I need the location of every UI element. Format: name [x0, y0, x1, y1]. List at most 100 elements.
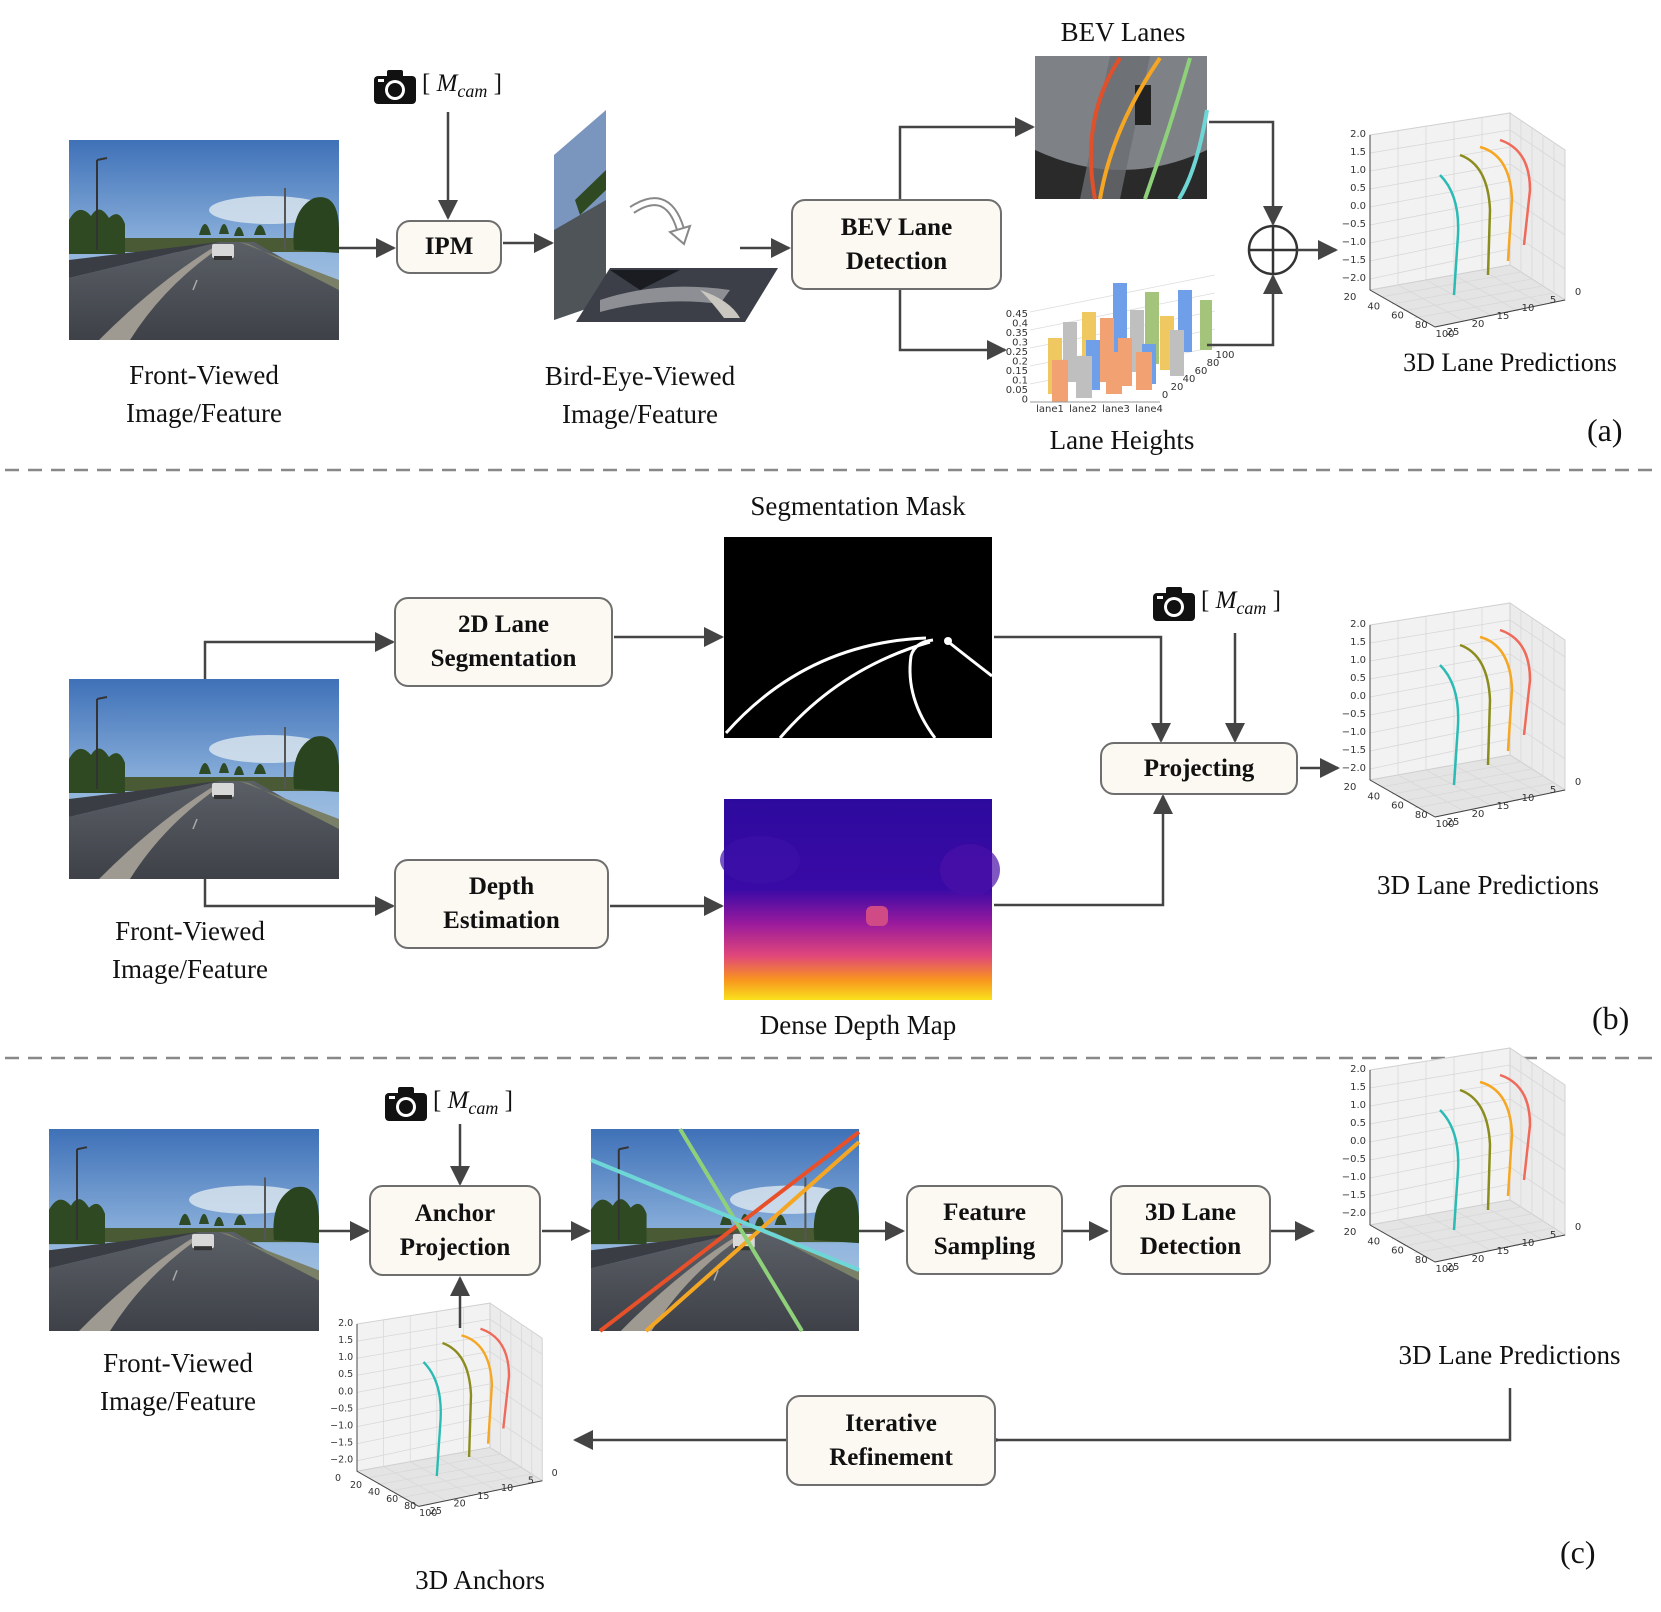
front-label-c: Front-Viewed Image/Feature — [58, 1344, 298, 1420]
camera-bracket-right: ] — [504, 1087, 513, 1114]
z-tick-label: −1.5 — [1342, 745, 1366, 756]
iterative-refinement-box: Iterative Refinement — [786, 1395, 996, 1486]
camera-matrix: Mcam — [1215, 587, 1267, 618]
y-tick-label: 15 — [1497, 1246, 1510, 1257]
z-tick-label: −1.0 — [330, 1421, 353, 1432]
z-tick-label: −1.5 — [1342, 255, 1366, 266]
z-tick-label: 1.5 — [1350, 147, 1366, 158]
z-tick-label: 2.0 — [1350, 129, 1366, 140]
front-image-c — [49, 1129, 319, 1331]
y-tick-label: 20 — [454, 1498, 466, 1509]
projecting-box: Projecting — [1100, 742, 1298, 795]
y-tick-label: 15 — [1497, 801, 1510, 812]
rotate-arrow-icon — [629, 197, 692, 246]
x-tick-label: 40 — [1367, 301, 1380, 312]
z-tick-label: −0.5 — [1342, 219, 1366, 230]
front-label-line1: Front-Viewed — [103, 1348, 253, 1378]
front-label-a: Front-Viewed Image/Feature — [84, 356, 324, 432]
y-tick-label: 10 — [1522, 793, 1535, 804]
pred-plot-b: 2.01.51.00.50.0−0.5−1.0−1.5−2.0204060801… — [1342, 601, 1581, 830]
x-tick-label: 60 — [386, 1494, 398, 1505]
bev-detection-box: BEV Lane Detection — [791, 199, 1002, 290]
bev-image-label-line2: Image/Feature — [562, 399, 718, 429]
lane-segmentation-box: 2D Lane Segmentation — [394, 597, 613, 687]
camera-bracket-right: ] — [493, 70, 502, 97]
front-label-b: Front-Viewed Image/Feature — [70, 912, 310, 988]
bar-y-tick-label: 0.05 — [1006, 385, 1028, 396]
depth-map-image — [720, 799, 1000, 1000]
arrows-a — [339, 112, 1338, 360]
depth-map-label: Dense Depth Map — [759, 1010, 957, 1040]
ipm-box: IPM — [396, 220, 502, 274]
bar-depth-tick-label: 60 — [1195, 366, 1208, 377]
x-tick-label: 100 — [1435, 819, 1454, 830]
z-tick-label: 1.0 — [338, 1352, 353, 1363]
y-tick-label: 0 — [1575, 777, 1581, 788]
x-tick-label: 80 — [1415, 320, 1428, 331]
z-tick-label: 2.0 — [338, 1318, 353, 1329]
y-tick-label: 0 — [1575, 1222, 1581, 1233]
bar-y-tick-label: 0.3 — [1012, 338, 1028, 349]
x-tick-label: 20 — [1344, 1227, 1357, 1238]
panel-label-a: (a) — [1587, 412, 1623, 448]
z-tick-label: 2.0 — [1350, 619, 1366, 630]
z-tick-label: 0.5 — [1350, 183, 1366, 194]
y-tick-label: 25 — [1447, 1262, 1460, 1273]
y-tick-label: 5 — [528, 1476, 534, 1487]
front-label-line2: Image/Feature — [100, 1386, 256, 1416]
front-image-b — [69, 679, 339, 879]
z-tick-label: −1.5 — [1342, 1190, 1366, 1201]
pred-plot-c: 2.01.51.00.50.0−0.5−1.0−1.5−2.0204060801… — [1342, 1046, 1581, 1275]
bar-depth-tick-label: 100 — [1215, 350, 1234, 361]
camera-icon — [1153, 587, 1195, 621]
z-tick-label: 0.5 — [1350, 673, 1366, 684]
x-tick-label: 80 — [1415, 810, 1428, 821]
segmentation-mask-label: Segmentation Mask — [750, 491, 966, 521]
y-tick-label: 15 — [477, 1491, 489, 1502]
y-tick-label: 10 — [1522, 1238, 1535, 1249]
z-tick-label: 0.0 — [1350, 201, 1366, 212]
arrows-b — [203, 627, 1340, 916]
y-tick-label: 10 — [501, 1483, 513, 1494]
z-tick-label: −2.0 — [1342, 273, 1366, 284]
feature-sampling-box: Feature Sampling — [906, 1185, 1063, 1275]
z-tick-label: 0.5 — [1350, 1118, 1366, 1129]
bar-y-tick-label: 0.15 — [1006, 366, 1028, 377]
bar-y-tick-label: 0.2 — [1012, 357, 1028, 368]
z-tick-label: 1.0 — [1350, 655, 1366, 666]
pred-label-b: 3D Lane Predictions — [1377, 870, 1599, 900]
anchors-plot: 2.01.51.00.50.0−0.5−1.0−1.5−2.0020406080… — [330, 1301, 558, 1519]
bar-x-tick-label: lane4 — [1135, 404, 1163, 415]
x-tick-label: 100 — [419, 1508, 437, 1519]
camera-bracket-right: ] — [1272, 587, 1281, 614]
y-tick-label: 20 — [1472, 319, 1485, 330]
y-tick-label: 25 — [1447, 817, 1460, 828]
z-tick-label: 0.5 — [338, 1369, 353, 1380]
camera-bracket-left: [ — [422, 70, 431, 97]
bar-y-tick-label: 0.25 — [1006, 347, 1028, 358]
z-tick-label: −2.0 — [1342, 1208, 1366, 1219]
lane-heights-label: Lane Heights — [1049, 425, 1195, 455]
y-tick-label: 15 — [1497, 311, 1510, 322]
x-tick-label: 60 — [1391, 1246, 1404, 1257]
bar-depth-tick-label: 80 — [1207, 358, 1220, 369]
bar-depth-tick-label: 40 — [1183, 374, 1196, 385]
y-tick-label: 25 — [1447, 327, 1460, 338]
anchors-label: 3D Anchors — [415, 1565, 545, 1595]
z-tick-label: −1.5 — [330, 1438, 353, 1449]
panel-label-b: (b) — [1592, 1000, 1630, 1036]
x-tick-label: 40 — [1367, 1236, 1380, 1247]
pred-plot-a: 2.01.51.00.50.0−0.5−1.0−1.5−2.0204060801… — [1342, 111, 1581, 340]
x-tick-label: 100 — [1435, 1264, 1454, 1275]
bev-tilted-image — [554, 110, 778, 322]
x-tick-label: 40 — [1367, 791, 1380, 802]
bar-y-tick-label: 0.35 — [1006, 328, 1028, 339]
pred-label-a: 3D Lane Predictions — [1403, 348, 1617, 377]
y-tick-label: 0 — [552, 1468, 558, 1479]
camera-bracket-left: [ — [1201, 587, 1210, 614]
y-tick-label: 5 — [1550, 1230, 1556, 1241]
x-tick-label: 80 — [404, 1501, 416, 1512]
x-tick-label: 20 — [350, 1480, 362, 1491]
